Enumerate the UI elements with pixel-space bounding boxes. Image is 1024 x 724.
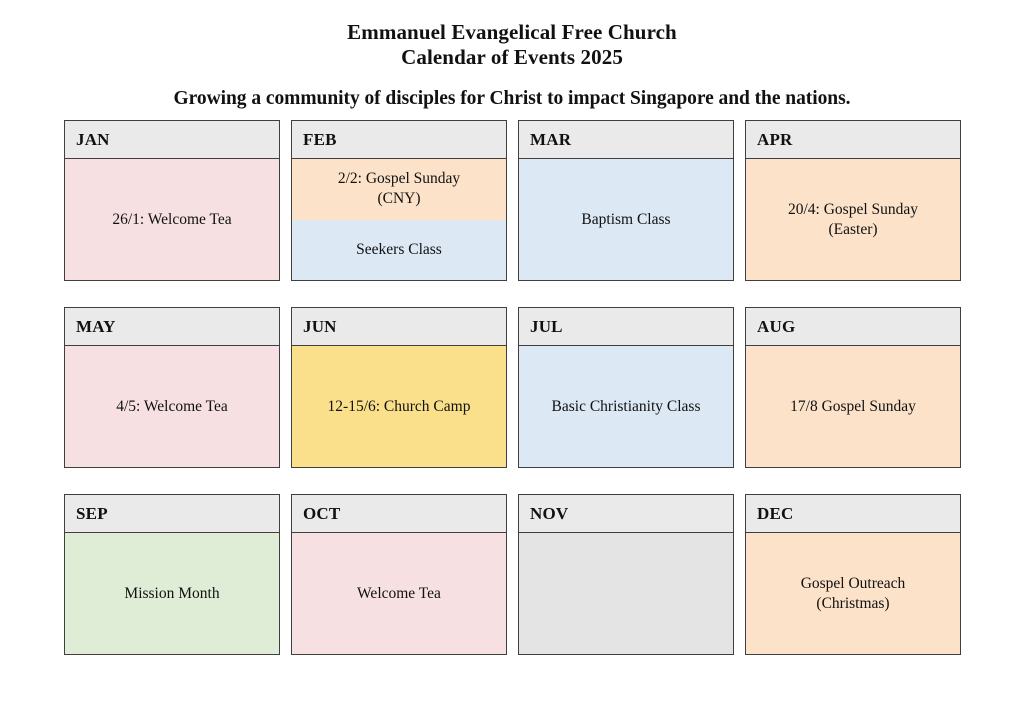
- month-body-nov: [519, 533, 733, 654]
- month-header-jul: JUL: [519, 308, 733, 346]
- month-card-mar: MAR Baptism Class: [518, 120, 734, 281]
- month-body-dec: Gospel Outreach (Christmas): [746, 533, 960, 654]
- month-header-feb: FEB: [292, 121, 506, 159]
- calendar-subtitle: Calendar of Events 2025: [401, 45, 623, 69]
- month-card-jul: JUL Basic Christianity Class: [518, 307, 734, 468]
- event-band-empty: [519, 533, 733, 654]
- event-band: 17/8 Gospel Sunday: [746, 346, 960, 467]
- month-body-sep: Mission Month: [65, 533, 279, 654]
- month-name-label: JAN: [76, 129, 110, 149]
- month-header-aug: AUG: [746, 308, 960, 346]
- month-body-mar: Baptism Class: [519, 159, 733, 280]
- event-band: Welcome Tea: [292, 533, 506, 654]
- month-card-jun: JUN 12-15/6: Church Camp: [291, 307, 507, 468]
- month-card-aug: AUG 17/8 Gospel Sunday: [745, 307, 961, 468]
- month-body-jun: 12-15/6: Church Camp: [292, 346, 506, 467]
- page-title-block: Emmanuel Evangelical Free Church Calenda…: [0, 0, 1024, 70]
- month-body-jul: Basic Christianity Class: [519, 346, 733, 467]
- month-name-label: OCT: [303, 503, 341, 523]
- mission-tagline: Growing a community of disciples for Chr…: [173, 88, 851, 109]
- month-card-nov: NOV: [518, 494, 734, 655]
- month-name-label: SEP: [76, 503, 108, 523]
- month-header-mar: MAR: [519, 121, 733, 159]
- month-header-may: MAY: [65, 308, 279, 346]
- month-name-label: AUG: [757, 316, 796, 336]
- event-band: Mission Month: [65, 533, 279, 654]
- month-body-jan: 26/1: Welcome Tea: [65, 159, 279, 280]
- month-header-sep: SEP: [65, 495, 279, 533]
- event-band: 12-15/6: Church Camp: [292, 346, 506, 467]
- month-name-label: APR: [757, 129, 793, 149]
- month-body-aug: 17/8 Gospel Sunday: [746, 346, 960, 467]
- month-name-label: DEC: [757, 503, 794, 523]
- month-header-jun: JUN: [292, 308, 506, 346]
- month-card-oct: OCT Welcome Tea: [291, 494, 507, 655]
- month-header-oct: OCT: [292, 495, 506, 533]
- month-header-apr: APR: [746, 121, 960, 159]
- event-band: Baptism Class: [519, 159, 733, 280]
- month-body-oct: Welcome Tea: [292, 533, 506, 654]
- calendar-grid: JAN 26/1: Welcome Tea FEB 2/2: Gospel Sunda…: [64, 120, 961, 655]
- month-header-jan: JAN: [65, 121, 279, 159]
- month-name-label: JUN: [303, 316, 337, 336]
- event-band: 26/1: Welcome Tea: [65, 159, 279, 280]
- month-card-feb: FEB 2/2: Gospel Sunday (CNY)Seekers Class: [291, 120, 507, 281]
- church-name: Emmanuel Evangelical Free Church: [347, 20, 677, 44]
- month-name-label: FEB: [303, 129, 337, 149]
- event-band: Basic Christianity Class: [519, 346, 733, 467]
- month-name-label: NOV: [530, 503, 569, 523]
- month-name-label: MAR: [530, 129, 572, 149]
- month-card-may: MAY 4/5: Welcome Tea: [64, 307, 280, 468]
- month-card-apr: APR 20/4: Gospel Sunday (Easter): [745, 120, 961, 281]
- event-band: 20/4: Gospel Sunday (Easter): [746, 159, 960, 280]
- event-band: 4/5: Welcome Tea: [65, 346, 279, 467]
- month-body-may: 4/5: Welcome Tea: [65, 346, 279, 467]
- month-name-label: MAY: [76, 316, 116, 336]
- month-body-feb: 2/2: Gospel Sunday (CNY)Seekers Class: [292, 159, 506, 280]
- month-card-sep: SEP Mission Month: [64, 494, 280, 655]
- month-card-dec: DEC Gospel Outreach (Christmas): [745, 494, 961, 655]
- month-header-dec: DEC: [746, 495, 960, 533]
- event-band: 2/2: Gospel Sunday (CNY): [292, 159, 506, 220]
- month-card-jan: JAN 26/1: Welcome Tea: [64, 120, 280, 281]
- month-header-nov: NOV: [519, 495, 733, 533]
- event-band: Gospel Outreach (Christmas): [746, 533, 960, 654]
- month-body-apr: 20/4: Gospel Sunday (Easter): [746, 159, 960, 280]
- month-name-label: JUL: [530, 316, 563, 336]
- event-band: Seekers Class: [292, 219, 506, 280]
